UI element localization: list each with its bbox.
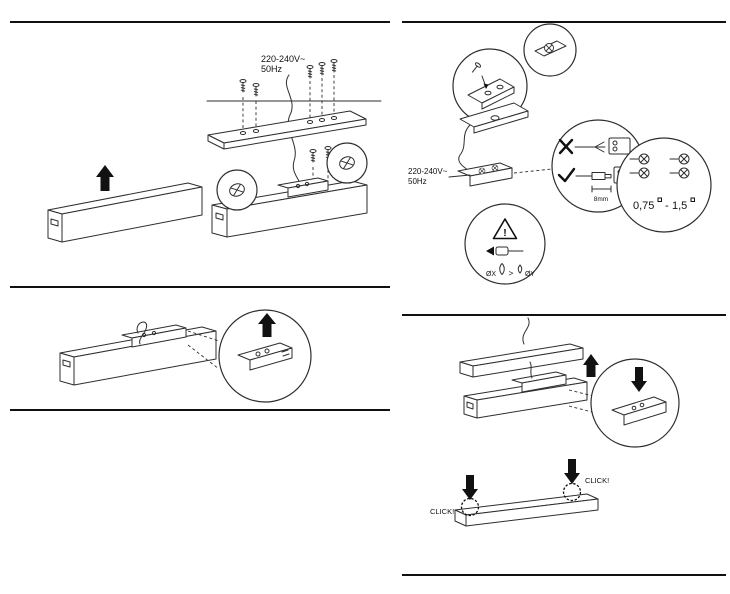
comparator: > — [509, 269, 514, 278]
down-arrow-icon — [564, 459, 580, 484]
voltage-label: 220-240V~ — [408, 167, 448, 176]
zoom-leader — [568, 389, 594, 397]
screw-head-detail — [216, 169, 258, 211]
panel-final-assembly: CLICK! CLICK! — [430, 317, 680, 527]
terminal-connector — [448, 162, 513, 187]
driver-wire — [529, 361, 533, 379]
bracket-fixing-detail — [523, 23, 577, 77]
diameter-y-label: ØY — [525, 271, 535, 278]
section-divider — [402, 314, 726, 316]
up-arrow-icon — [258, 313, 276, 337]
click-starburst-icon — [562, 482, 582, 502]
frequency-label: 50Hz — [261, 64, 283, 74]
zoom-leader — [568, 405, 593, 413]
down-arrow-icon — [462, 475, 478, 500]
frequency-label: 50Hz — [408, 177, 427, 186]
zoom-leader — [513, 168, 553, 174]
gauge-separator: - — [665, 200, 669, 212]
warning-mark: ! — [503, 227, 507, 239]
up-arrow-icon — [583, 354, 599, 377]
assembled-fixture — [454, 493, 599, 527]
up-arrow-icon — [96, 165, 114, 191]
strip-warning-detail: ! ØX > ØY — [464, 203, 546, 285]
section-divider — [402, 21, 726, 23]
section-divider — [10, 286, 390, 288]
mains-wire — [458, 124, 471, 171]
light-fixture-overview — [47, 182, 203, 243]
diameter-x-label: ØX — [486, 271, 496, 278]
gauge-min-label: 0,75 — [633, 200, 654, 212]
square-unit-icon — [657, 197, 662, 202]
mounting-screws — [239, 59, 338, 129]
cable-tail — [292, 160, 301, 184]
driver-box-detail — [590, 358, 680, 448]
click-label-right: CLICK! — [585, 476, 609, 485]
panel-driver-removal — [59, 309, 312, 403]
click-label-left: CLICK! — [430, 507, 454, 516]
screw-head-detail — [326, 142, 368, 184]
section-divider — [402, 574, 726, 576]
cross-mark-icon — [558, 138, 574, 155]
wire-profile-icon — [517, 264, 523, 274]
driver-cable — [136, 321, 148, 345]
fixture-cover — [459, 343, 584, 378]
ceiling-plate — [459, 102, 529, 134]
power-cable — [285, 74, 296, 162]
panel-wiring-detail: 220-240V~ 50Hz — [408, 23, 712, 285]
driver-box — [277, 177, 329, 198]
strip-length-label: 8mm — [594, 196, 608, 203]
down-arrow-icon — [631, 367, 647, 392]
voltage-label: 220-240V~ — [261, 54, 305, 64]
driver-box — [511, 371, 567, 393]
panel-ceiling-mounting: 220-240V~ 50Hz — [47, 54, 382, 243]
zoom-leader — [187, 344, 220, 370]
wire-gauge-detail: 0,75 - 1,5 — [616, 137, 712, 233]
section-divider — [10, 409, 390, 411]
warning-triangle-icon — [492, 218, 518, 240]
driver-box-detail — [218, 309, 312, 403]
check-mark-icon — [557, 167, 576, 183]
section-divider — [10, 21, 390, 23]
screw-icon — [471, 62, 482, 73]
square-unit-icon — [690, 197, 695, 202]
wire-profile-icon — [499, 263, 505, 275]
mounting-bracket — [207, 110, 367, 150]
left-arrow-icon — [486, 246, 494, 256]
click-starburst-icon — [460, 497, 480, 517]
mains-cable — [522, 317, 530, 345]
gauge-max-label: 1,5 — [672, 200, 687, 212]
